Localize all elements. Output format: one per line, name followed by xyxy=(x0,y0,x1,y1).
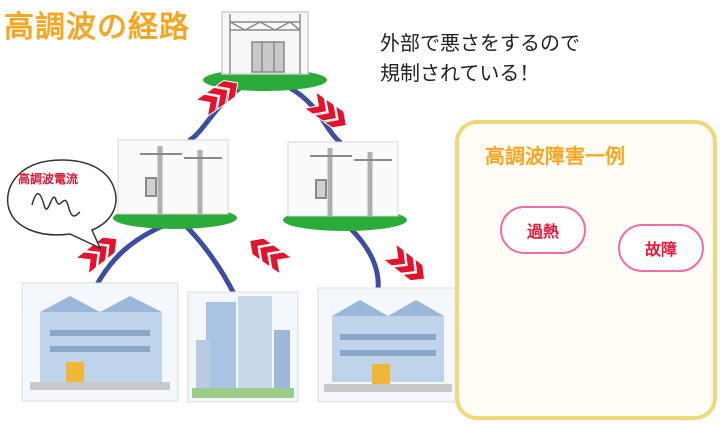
diagram-title: 高調波の経路 xyxy=(4,10,190,45)
office-building-icon xyxy=(187,291,299,403)
regulation-note: 外部で悪さをするので 規制されている！ xyxy=(380,28,580,88)
wire-left-office xyxy=(182,222,238,299)
distribution-wires xyxy=(92,85,381,299)
factory-left-icon xyxy=(21,282,179,402)
harmonic-waveform-icon xyxy=(31,193,81,217)
chevron-arrow-office xyxy=(249,237,293,276)
right-utility-pole-icon xyxy=(287,141,399,217)
chevron-arrow-right-factory xyxy=(382,242,426,282)
left-utility-pole-icon xyxy=(117,139,229,215)
harmonic-current-label: 高調波電流 xyxy=(18,172,79,186)
chevron-arrow-top-left xyxy=(194,79,239,118)
note-line-2: 規制されている！ xyxy=(380,61,540,85)
overheat-bubble: 過熱 xyxy=(500,206,586,254)
factory-right-icon xyxy=(317,287,459,403)
overheat-label: 過熱 xyxy=(526,222,559,241)
chevron-arrow-top-right xyxy=(303,90,347,129)
harmonic-flow-arrows xyxy=(74,79,426,282)
panel-title: 高調波障害一例 xyxy=(485,144,625,168)
failure-bubble: 故障 xyxy=(618,224,704,272)
harmonic-current-bubble xyxy=(6,159,117,250)
wire-right-factory xyxy=(347,225,381,293)
chevron-arrow-left-factory xyxy=(74,236,118,275)
wire-left-factory xyxy=(92,222,168,291)
note-line-1: 外部で悪さをするので xyxy=(380,31,580,55)
substation-icon xyxy=(221,11,309,75)
failure-label: 故障 xyxy=(644,240,677,259)
